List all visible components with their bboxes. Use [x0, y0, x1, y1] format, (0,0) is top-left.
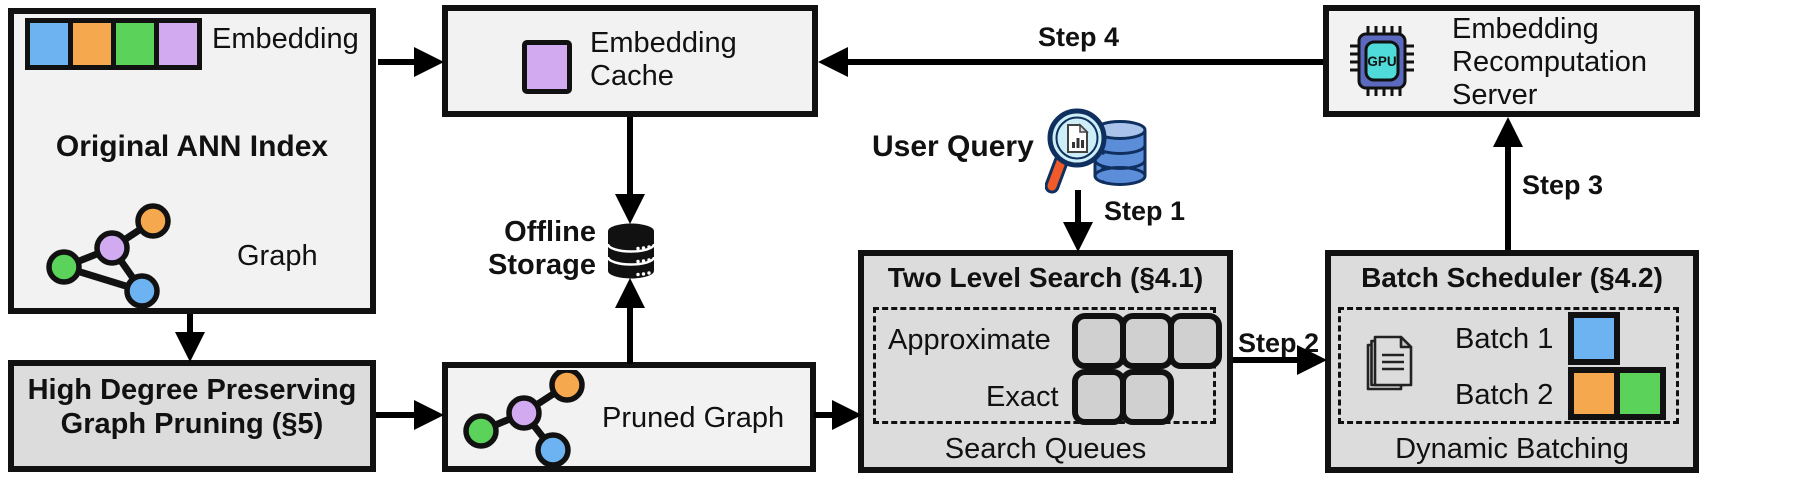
- batch2-cell-orange: [1568, 367, 1620, 420]
- embedding-label: Embedding: [212, 23, 359, 55]
- cached-embedding-square: [522, 40, 572, 94]
- exact-queue-slots: [1072, 369, 1174, 425]
- batch1-cell-blue: [1568, 312, 1620, 365]
- original-ann-index-title: Original ANN Index: [55, 130, 329, 163]
- embedding-cell-green: [111, 18, 159, 70]
- queue-slot: [1120, 369, 1174, 425]
- step4-label: Step 4: [1038, 22, 1120, 52]
- step1-label: Step 1: [1104, 196, 1186, 226]
- user-query-label: User Query: [872, 130, 1034, 163]
- offline-storage-database-icon: [606, 223, 656, 279]
- recomputation-server-title-line2: Recomputation: [1452, 46, 1648, 78]
- exact-label: Exact: [986, 381, 1059, 413]
- high-degree-pruning-title-line1: High Degree Preserving: [27, 374, 357, 406]
- step3-label: Step 3: [1522, 170, 1604, 200]
- pruned-graph-label: Pruned Graph: [602, 402, 785, 434]
- recomputation-server-title-line1: Embedding: [1452, 13, 1599, 45]
- approximate-queue-slots: [1072, 313, 1222, 369]
- approximate-label: Approximate: [888, 324, 1051, 356]
- dynamic-batching-caption: Dynamic Batching: [1395, 433, 1629, 465]
- batch-scheduler-title: Batch Scheduler (§4.2): [1361, 262, 1663, 293]
- batch1-squares: [1568, 312, 1620, 365]
- graph-label: Graph: [237, 240, 318, 272]
- queue-slot: [1072, 313, 1126, 369]
- embedding-vector-swatches: [25, 18, 202, 70]
- batch2-squares: [1568, 367, 1666, 420]
- embedding-cell-blue: [25, 18, 73, 70]
- high-degree-pruning-title-line2: Graph Pruning (§5): [60, 408, 324, 440]
- queue-slot: [1168, 313, 1222, 369]
- embedding-cell-orange: [68, 18, 116, 70]
- batch2-cell-green: [1614, 367, 1666, 420]
- embedding-cache-title-line2: Cache: [590, 60, 674, 92]
- offline-storage-label-line2: Storage: [488, 249, 596, 281]
- embedding-cache-title-line1: Embedding: [590, 27, 737, 59]
- dynamic-batching-dashed-frame: [1338, 307, 1679, 424]
- step2-label: Step 2: [1238, 328, 1320, 358]
- search-queues-caption: Search Queues: [944, 433, 1147, 465]
- batch2-label: Batch 2: [1455, 379, 1554, 411]
- high-degree-pruning-box: [8, 360, 376, 472]
- queue-slot: [1072, 369, 1126, 425]
- batch1-label: Batch 1: [1455, 323, 1554, 355]
- embedding-cache-box: [442, 5, 818, 117]
- two-level-search-title: Two Level Search (§4.1): [887, 262, 1204, 293]
- embedding-cell-purple: [154, 18, 202, 70]
- recomputation-server-title-line3: Server: [1452, 79, 1538, 111]
- queue-slot: [1120, 313, 1174, 369]
- query-search-icon: [1045, 108, 1147, 194]
- offline-storage-label-line1: Offline: [504, 216, 596, 248]
